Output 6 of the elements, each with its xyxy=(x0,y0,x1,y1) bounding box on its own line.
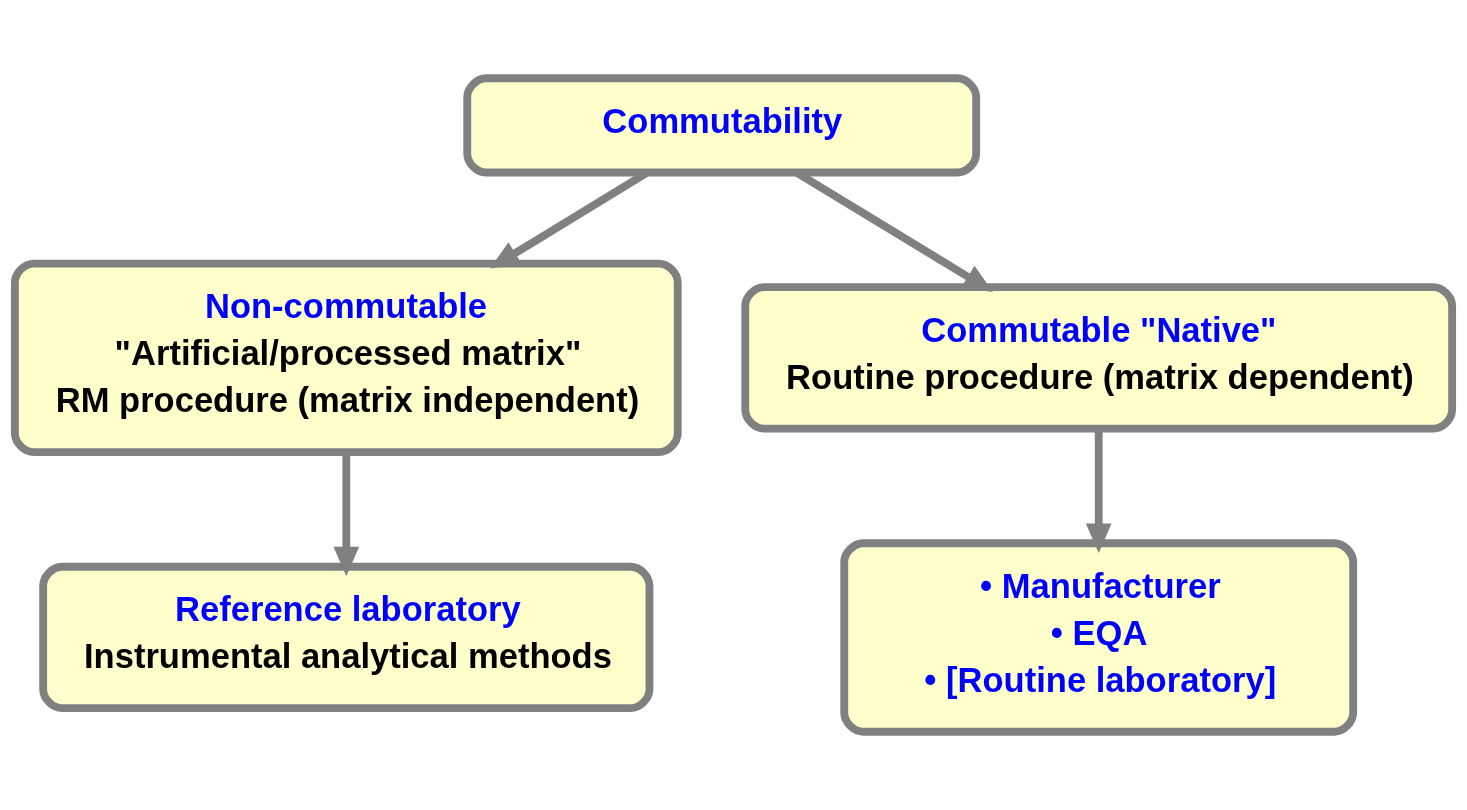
arrow xyxy=(1085,429,1112,553)
node-box: Non-commutable "Artificial/processed matrix" RM procedure (matrix independent) xyxy=(10,259,682,457)
node-box: Commutable "Native" Routine procedure (matrix dependent) xyxy=(741,283,1457,433)
node-box: • Manufacturer • EQA • [Routine laboratory] xyxy=(840,539,1358,736)
node-box: Commutability xyxy=(463,74,981,177)
node-box: Reference laboratory Instrumental analytical methods xyxy=(39,562,654,713)
